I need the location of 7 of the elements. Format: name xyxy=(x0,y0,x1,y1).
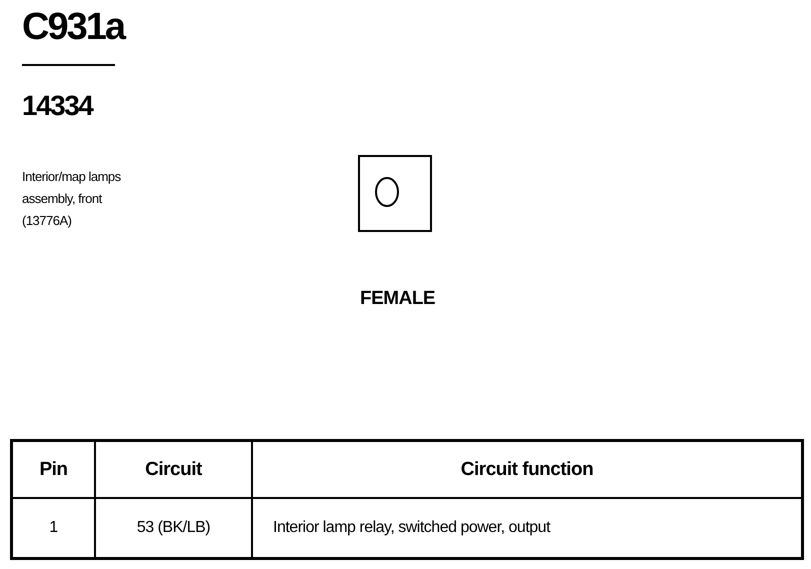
column-header: Circuit xyxy=(95,440,252,498)
connector-face-drawing xyxy=(358,155,432,232)
connector-gender-label: FEMALE xyxy=(360,288,434,310)
component-description: Interior/map lamps assembly, front (13776A) xyxy=(22,168,122,230)
connector-title: C931a xyxy=(22,6,124,49)
part-number: 14334 xyxy=(22,90,92,122)
column-header: Pin xyxy=(12,440,95,498)
